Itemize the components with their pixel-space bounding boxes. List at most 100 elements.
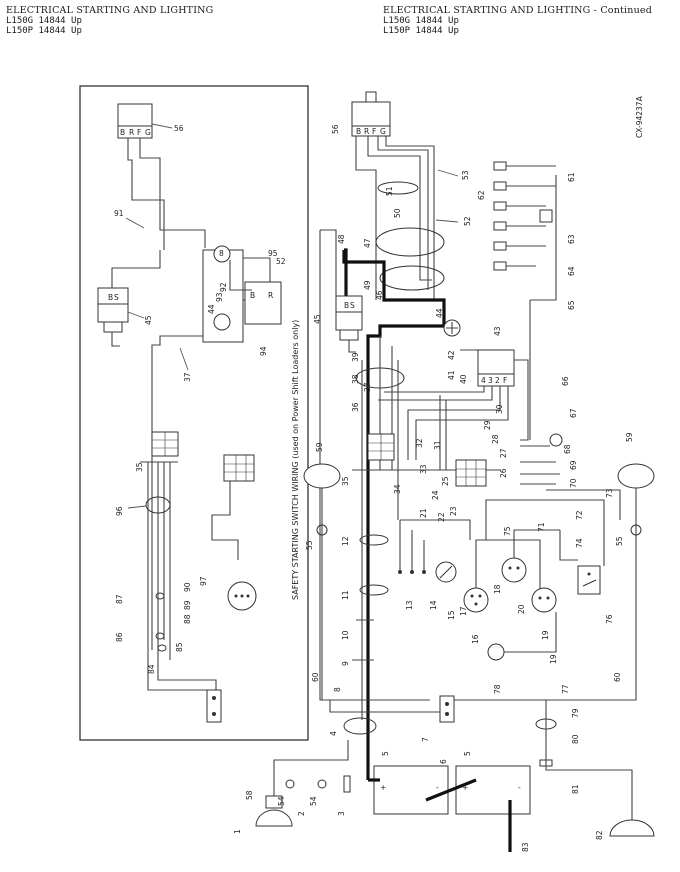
svg-text:62: 62 [477, 190, 486, 200]
right-terminal-strip [455, 459, 487, 487]
svg-text:+: + [462, 783, 468, 792]
svg-text:B: B [108, 293, 113, 302]
svg-text:77: 77 [561, 684, 570, 694]
svg-text:13: 13 [405, 600, 414, 610]
svg-text:54: 54 [309, 796, 318, 806]
svg-text:85: 85 [175, 642, 184, 652]
svg-text:64: 64 [567, 266, 576, 276]
svg-text:43: 43 [493, 326, 502, 336]
svg-text:90: 90 [183, 582, 192, 592]
panel-ground-bracket [206, 689, 222, 723]
svg-text:S: S [350, 301, 355, 310]
svg-text:89: 89 [183, 600, 192, 610]
svg-text:35: 35 [341, 476, 350, 486]
svg-text:31: 31 [433, 440, 442, 450]
svg-text:61: 61 [567, 172, 576, 182]
main-terminal-strip [367, 433, 395, 461]
svg-text:20: 20 [517, 604, 526, 614]
svg-text:63: 63 [567, 234, 576, 244]
svg-text:37: 37 [363, 382, 372, 392]
svg-text:F: F [137, 128, 141, 137]
panel-switch-97 [227, 581, 257, 611]
main-switch-45: B S [335, 295, 363, 353]
light-switch-15 [435, 561, 457, 583]
svg-text:58: 58 [245, 790, 254, 800]
svg-text:G: G [380, 127, 386, 136]
svg-text:7: 7 [421, 737, 430, 742]
svg-text:S: S [114, 293, 119, 302]
svg-text:44: 44 [207, 304, 216, 314]
svg-text:33: 33 [419, 464, 428, 474]
svg-text:47: 47 [363, 238, 372, 248]
svg-text:45: 45 [144, 315, 153, 325]
header-right: ELECTRICAL STARTING AND LIGHTING - Conti… [383, 5, 653, 37]
svg-text:42: 42 [447, 350, 456, 360]
panel-wire-91 [127, 138, 165, 250]
harness-clip-11 [359, 584, 389, 596]
panel-switch-45: B S [97, 287, 129, 347]
svg-text:82: 82 [595, 830, 604, 840]
page-title-left: ELECTRICAL STARTING AND LIGHTING [6, 5, 214, 16]
svg-text:37: 37 [183, 372, 192, 382]
svg-text:39: 39 [351, 352, 360, 362]
svg-text:B: B [250, 291, 255, 300]
svg-text:46: 46 [375, 290, 384, 300]
svg-text:2: 2 [495, 376, 500, 385]
svg-text:50: 50 [393, 208, 402, 218]
svg-text:93: 93 [215, 292, 224, 302]
panel-terminal-strip-mid [223, 454, 255, 482]
svg-text:B: B [344, 301, 349, 310]
svg-text:45: 45 [313, 314, 322, 324]
svg-text:70: 70 [569, 478, 578, 488]
svg-text:8: 8 [219, 249, 224, 258]
svg-text:24: 24 [431, 490, 440, 500]
safety-switch-panel-frame [79, 85, 309, 741]
svg-text:22: 22 [437, 512, 446, 522]
svg-text:G: G [145, 128, 151, 137]
harness-clip-51 [377, 181, 419, 195]
svg-text:-: - [436, 783, 439, 792]
svg-text:B: B [356, 127, 361, 136]
harness-clip-96 [145, 496, 171, 514]
svg-text:92: 92 [219, 282, 228, 292]
figure-id: CX-94237A [635, 95, 644, 138]
model-line-1-right: L150G 14844 Up [383, 16, 459, 26]
svg-text:21: 21 [419, 508, 428, 518]
svg-text:29: 29 [483, 420, 492, 430]
svg-text:83: 83 [521, 842, 530, 852]
svg-text:41: 41 [447, 370, 456, 380]
svg-text:81: 81 [571, 784, 580, 794]
svg-text:6: 6 [439, 759, 448, 764]
panel-relay-94: 8 B R [202, 245, 282, 343]
svg-text:79: 79 [571, 708, 580, 718]
svg-text:R: R [268, 291, 273, 300]
svg-text:32: 32 [415, 438, 424, 448]
gauge-ammeter [501, 557, 527, 583]
panel-terminal-strip-left [151, 431, 179, 457]
svg-text:18: 18 [493, 584, 502, 594]
svg-text:71: 71 [537, 522, 546, 532]
svg-text:12: 12 [341, 536, 350, 546]
headlight-59-right [617, 463, 655, 489]
svg-text:R: R [129, 128, 134, 137]
gauge-17 [463, 587, 489, 613]
svg-text:55: 55 [615, 536, 624, 546]
harness-clip-47 [375, 227, 445, 257]
svg-text:5: 5 [463, 751, 472, 756]
gauge-19 [531, 587, 557, 613]
svg-text:28: 28 [491, 434, 500, 444]
svg-text:5: 5 [381, 751, 390, 756]
svg-text:R: R [364, 127, 369, 136]
svg-text:59: 59 [315, 442, 324, 452]
svg-text:30: 30 [495, 404, 504, 414]
svg-text:4: 4 [481, 376, 486, 385]
page-title-right: ELECTRICAL STARTING AND LIGHTING - Conti… [383, 5, 653, 16]
svg-text:54: 54 [277, 796, 286, 806]
svg-text:15: 15 [447, 610, 456, 620]
svg-text:17: 17 [459, 606, 468, 616]
svg-text:88: 88 [183, 614, 192, 624]
harness-clip-46 [379, 265, 445, 291]
svg-text:65: 65 [567, 300, 576, 310]
svg-text:11: 11 [341, 590, 350, 600]
svg-text:56: 56 [174, 124, 184, 133]
